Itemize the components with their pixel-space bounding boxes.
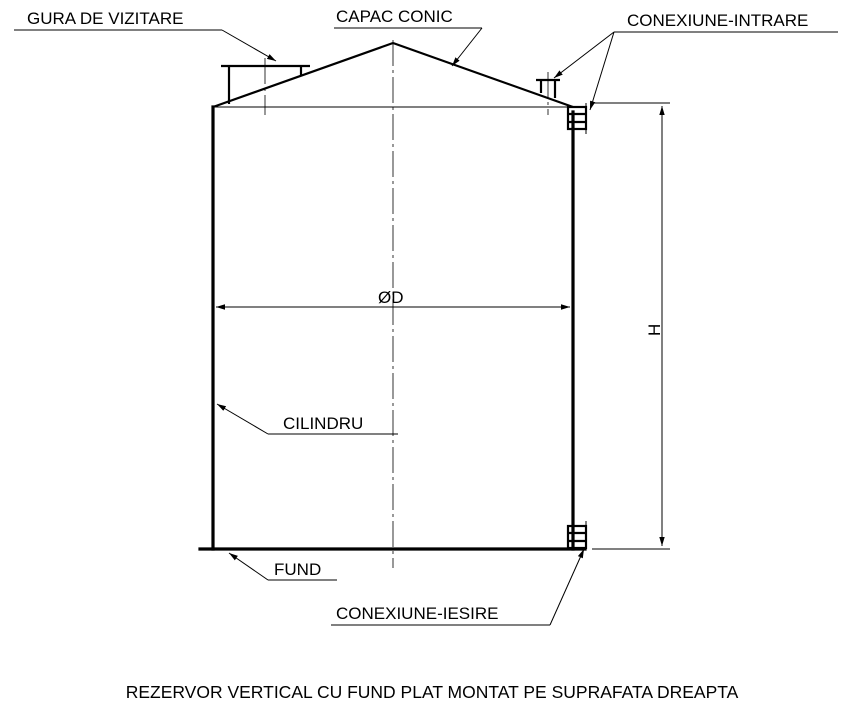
manhole-label: GURA DE VIZITARE bbox=[27, 9, 184, 28]
height-label: H bbox=[645, 324, 664, 336]
leader-inlet bbox=[553, 31, 838, 111]
leader-cylinder bbox=[216, 403, 398, 435]
inlet-nozzle bbox=[566, 103, 588, 134]
conical-roof bbox=[212, 41, 574, 109]
diameter-label: ØD bbox=[378, 288, 404, 307]
leader-bottom bbox=[228, 552, 337, 581]
outlet-nozzle bbox=[566, 521, 588, 550]
leader-outlet bbox=[331, 548, 585, 626]
manhole-nozzle bbox=[221, 58, 310, 115]
cylinder-label: CILINDRU bbox=[283, 414, 363, 433]
inlet-label: CONEXIUNE-INTRARE bbox=[627, 11, 808, 30]
roof-nozzle bbox=[536, 72, 560, 115]
leader-conical-roof bbox=[334, 27, 483, 67]
bottom-label: FUND bbox=[274, 560, 321, 579]
drawing-title: REZERVOR VERTICAL CU FUND PLAT MONTAT PE… bbox=[126, 682, 739, 702]
leader-manhole bbox=[14, 29, 277, 62]
conical-roof-label: CAPAC CONIC bbox=[336, 7, 453, 26]
cylinder-shell bbox=[211, 105, 575, 551]
outlet-label: CONEXIUNE-IESIRE bbox=[336, 604, 498, 623]
height-dimension bbox=[592, 102, 670, 550]
